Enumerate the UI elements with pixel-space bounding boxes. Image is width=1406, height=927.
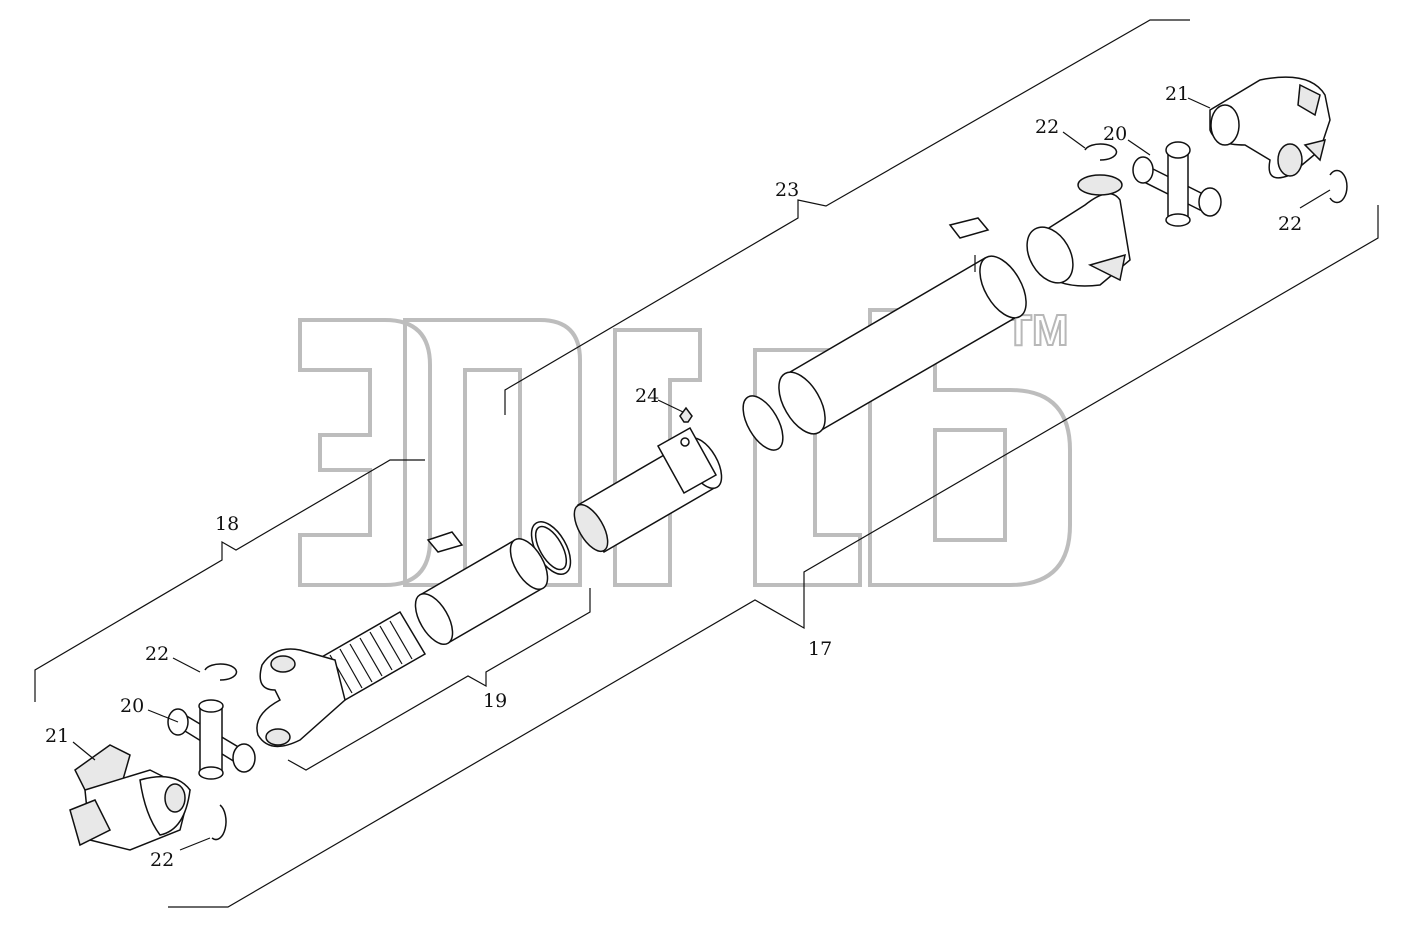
- snap-ring-left-top: [204, 663, 238, 681]
- bracket-23: [504, 19, 1190, 415]
- snap-ring-left-bottom: [211, 804, 227, 841]
- shaft-tube: [778, 255, 1027, 435]
- callout-17: 17: [808, 638, 832, 660]
- flange-yoke-right: [1209, 76, 1331, 179]
- bracket-18: [34, 459, 425, 702]
- snap-ring-right-bottom: [1329, 169, 1348, 204]
- seal-disc: [742, 395, 784, 451]
- callout-20-right: 20: [1103, 123, 1127, 145]
- cross-right: [1132, 141, 1222, 227]
- boot-tube: [414, 538, 549, 645]
- callout-labels: 17 18 19 20 20 21 21 22 22 22 22 23 24: [45, 83, 1302, 871]
- callout-19: 19: [483, 690, 507, 712]
- grease-nipple: [679, 406, 693, 423]
- bracket-19: [287, 588, 591, 771]
- callout-22-left-top: 22: [145, 643, 169, 665]
- callout-22-left-bottom: 22: [150, 849, 174, 871]
- callout-20-left: 20: [120, 695, 144, 717]
- callout-18: 18: [215, 513, 239, 535]
- assembly-brackets: [34, 19, 1379, 908]
- cross-left: [167, 699, 256, 780]
- tube-yoke-right: [1026, 174, 1131, 287]
- balance-plate-left: [426, 531, 464, 553]
- callout-22-right-top: 22: [1035, 116, 1059, 138]
- callout-24: 24: [635, 385, 659, 407]
- snap-ring-right-top: [1084, 143, 1118, 161]
- callout-22-right-bottom: 22: [1278, 213, 1302, 235]
- callout-21-left: 21: [45, 725, 69, 747]
- flange-yoke-left: [69, 744, 191, 851]
- leader-lines: [72, 97, 1331, 851]
- balance-plate-right: [948, 217, 990, 239]
- bracket-17: [168, 205, 1379, 908]
- spline-sleeve: [573, 406, 723, 554]
- callout-21-right: 21: [1165, 83, 1189, 105]
- slip-yoke: [256, 610, 427, 748]
- callout-23: 23: [775, 179, 799, 201]
